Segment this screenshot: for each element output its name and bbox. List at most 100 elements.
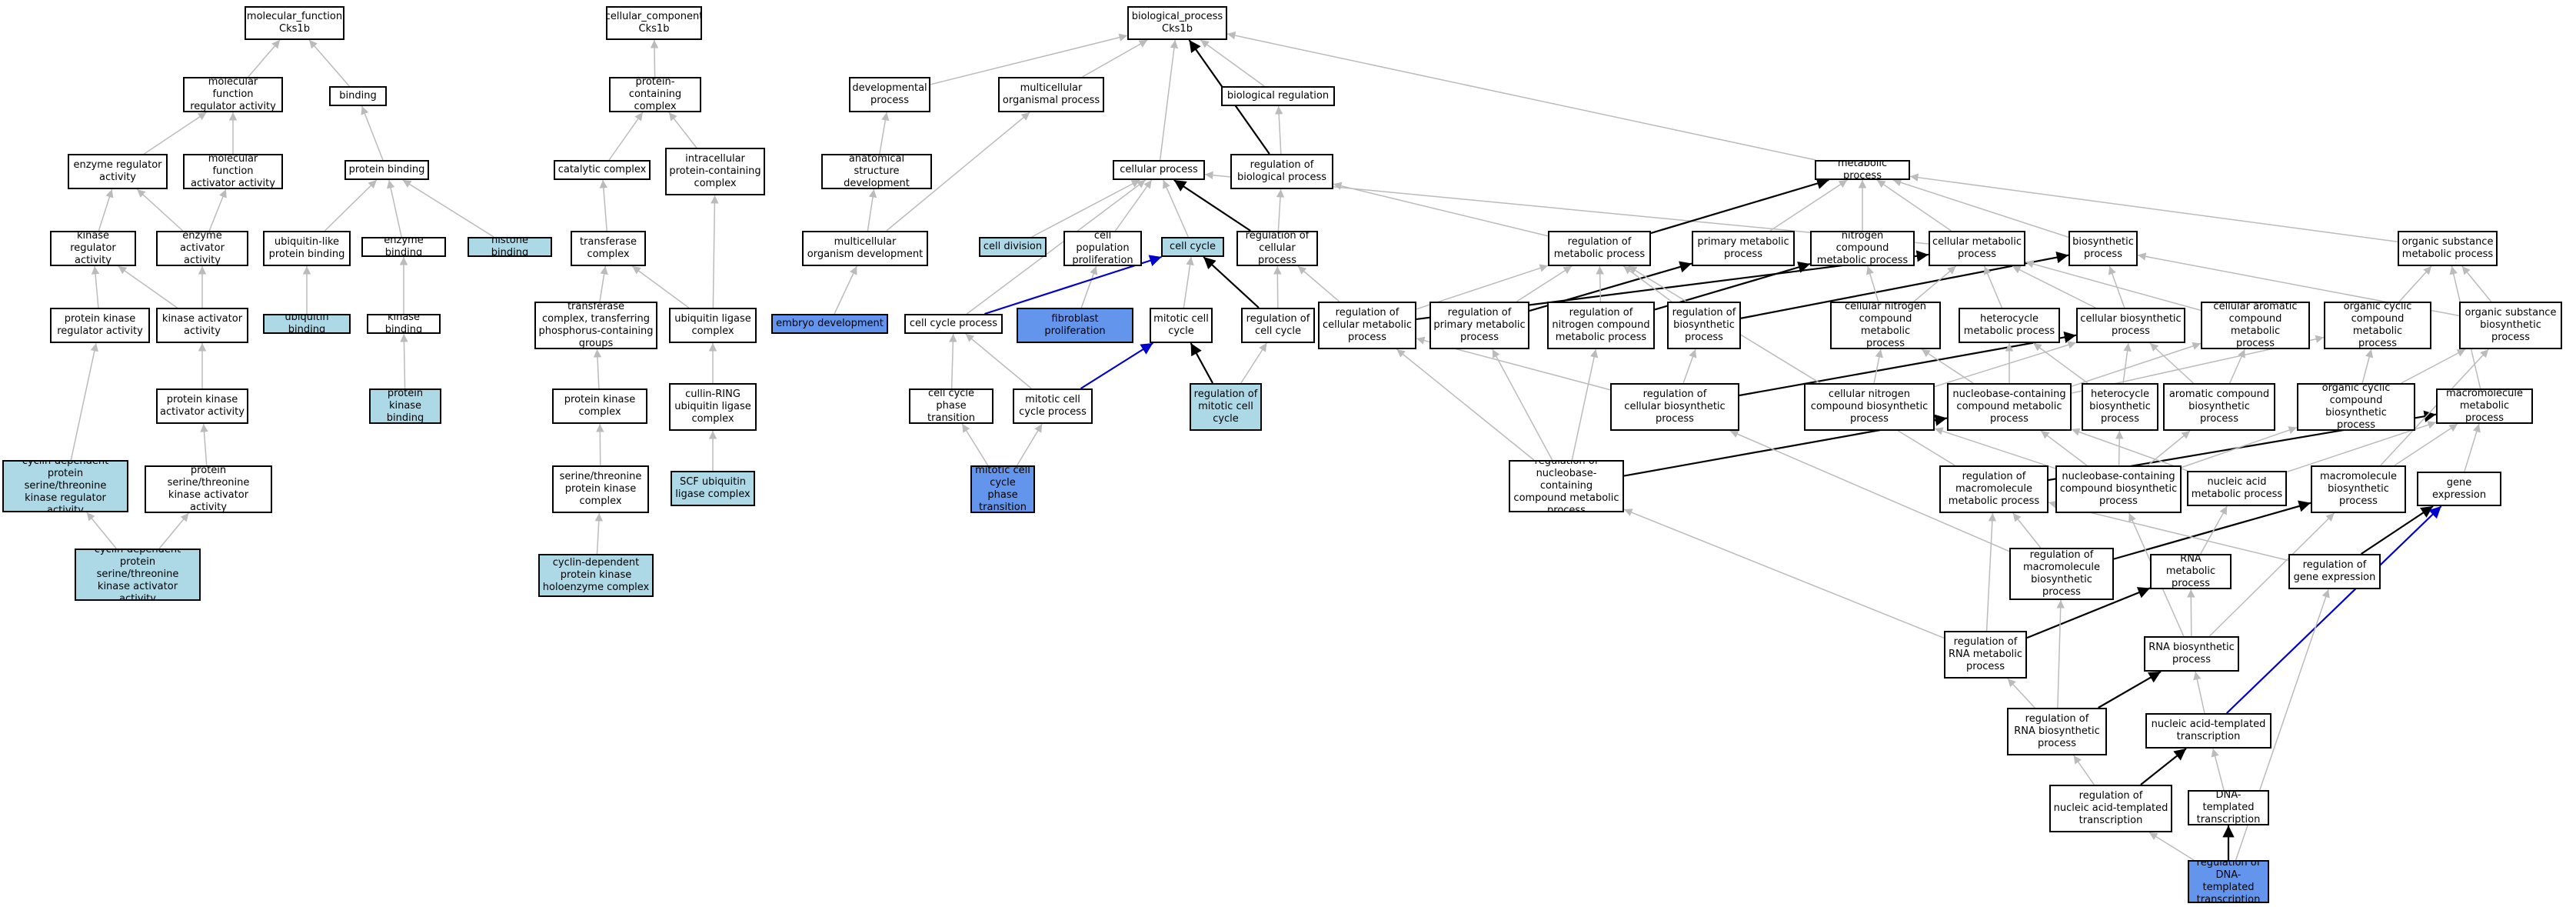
- go-term-node-cacmp: cellular aromatic compound metabolic pro…: [2201, 302, 2310, 349]
- go-term-node-pstkaa: protein serine/threonine kinase activato…: [145, 465, 272, 513]
- edge-pcc-to-cc: [650, 39, 659, 78]
- go-term-node-ccycle: cell cycle: [1161, 237, 1224, 257]
- go-term-node-mccpt: mitotic cell cycle phase transition: [970, 465, 1035, 513]
- go-term-node-namp: nucleic acid metabolic process: [2187, 471, 2287, 506]
- edge-pstkc-to-pkc: [596, 423, 604, 466]
- edge-fibro-to-cpp: [1080, 265, 1098, 308]
- go-term-node-primp: primary metabolic process: [1692, 231, 1795, 266]
- edge-celldiv-to-cellp: [1031, 179, 1140, 238]
- go-term-node-occbp: organic cyclic compound biosynthetic pro…: [2297, 383, 2415, 431]
- go-term-node-bioreg: biological regulation: [1221, 86, 1335, 106]
- go-term-node-regcc: regulation of cell cycle: [1241, 308, 1315, 343]
- edge-nccmp-to-cacmp: [2071, 342, 2202, 387]
- edge-pkra-to-kra: [91, 265, 100, 308]
- edge-dtt-to-natt: [2211, 748, 2225, 791]
- go-term-node-ccp: cell cycle process: [904, 314, 1003, 334]
- go-term-node-regpmp: regulation of primary metabolic process: [1429, 302, 1529, 349]
- go-term-node-cdkra: cyclin-dependent protein serine/threonin…: [2, 460, 128, 512]
- go-term-node-tcpp: transferase complex, transferring phosph…: [534, 302, 657, 349]
- edge-mod-to-mop: [886, 112, 1030, 232]
- go-term-node-hbp: heterocycle biosynthetic process: [2082, 383, 2158, 431]
- edge-rnamp-to-namp: [2200, 505, 2228, 555]
- go-term-node-cc: cellular_component Cks1b: [606, 6, 702, 40]
- go-term-node-mccp: mitotic cell cycle process: [1013, 388, 1093, 424]
- edge-regncmp-to-regmp: [1596, 265, 1604, 302]
- edge-cpp-to-cellp: [1114, 179, 1153, 232]
- go-term-node-cncmp: cellular nitrogen compound metabolic pro…: [1830, 302, 1941, 349]
- go-term-node-mop: multicellular organismal process: [998, 77, 1104, 112]
- go-term-node-regrnamp: regulation of RNA metabolic process: [1944, 631, 2027, 679]
- go-term-node-cdkhc: cyclin-dependent protein kinase holoenzy…: [538, 554, 654, 597]
- edge-regnccmp-to-regncmp: [1571, 348, 1599, 461]
- go-term-node-kpb: protein kinase binding: [369, 388, 441, 424]
- edge-regrnabp-to-rnabp: [2098, 671, 2162, 709]
- edge-regmp-to-regbp: [1333, 182, 1549, 237]
- edge-devp-to-bp: [930, 33, 1128, 85]
- edge-ccp-to-ccycle: [984, 255, 1162, 315]
- edge-acbp-to-cacmp: [2229, 348, 2245, 384]
- go-term-node-mod: multicellular organism development: [802, 231, 928, 266]
- go-term-node-mf: molecular_function Cks1b: [245, 6, 344, 40]
- go-term-node-devp: developmental process: [849, 77, 930, 112]
- edge-mccp-to-ccp: [965, 333, 1032, 389]
- edge-ccycle-to-cellp: [1163, 179, 1189, 238]
- go-term-node-hist: histone binding: [468, 237, 552, 257]
- go-term-node-rnamp: RNA metabolic process: [2150, 554, 2232, 589]
- edge-ipcc-to-pcc: [668, 112, 697, 148]
- edge-acbp-to-cbp: [2149, 342, 2194, 384]
- edge-regpmp-to-regmp: [1516, 265, 1573, 302]
- edge-mccp-to-mcc: [1080, 342, 1154, 389]
- go-term-node-biosyn: biosynthetic process: [2068, 231, 2138, 266]
- go-term-node-osbp: organic substance biosynthetic process: [2459, 302, 2562, 349]
- edge-mbp-to-macromp: [2394, 423, 2458, 466]
- edge-cdkaa-to-cdkra: [86, 512, 117, 549]
- edge-occbp-to-occmp: [2361, 348, 2374, 384]
- edge-regrnamp-to-regmmp: [1985, 512, 1997, 632]
- go-term-node-osmp: organic substance metabolic process: [2398, 231, 2498, 266]
- edge-gexp-to-macromp: [2464, 423, 2481, 472]
- edge-kra-to-era: [98, 188, 114, 232]
- go-term-node-pbind: protein binding: [344, 160, 429, 180]
- go-term-node-regcmp: regulation of cellular metabolic process: [1318, 302, 1416, 349]
- edge-occmp-to-osmp: [2398, 265, 2432, 302]
- go-term-node-macromp: macromolecule metabolic process: [2436, 388, 2533, 424]
- go-term-node-hmp: heterocycle metabolic process: [1959, 308, 2060, 343]
- edge-regrnabp-to-regmbp: [2056, 599, 2065, 709]
- go-term-node-crulc: cullin-RING ubiquitin ligase complex: [669, 383, 757, 431]
- edge-bioreg-to-bp: [1200, 39, 1265, 87]
- go-term-node-binding: binding: [329, 86, 387, 106]
- go-term-node-asd: anatomical structure development: [821, 154, 932, 189]
- go-term-node-ubind: ubiquitin binding: [263, 314, 351, 334]
- go-term-node-regnccmp: regulation of nucleobase-containing comp…: [1509, 460, 1624, 512]
- go-term-node-regmp: regulation of metabolic process: [1548, 231, 1651, 266]
- edge-cacmp-to-cmp: [2025, 260, 2202, 312]
- edge-nccbp-to-occbp: [2181, 426, 2298, 469]
- edge-regrnamp-to-regnccmp: [1623, 509, 1945, 639]
- edge-pkc-to-tcpp: [593, 348, 602, 389]
- go-term-node-scf: SCF ubiquitin ligase complex: [671, 471, 755, 506]
- go-term-node-nccmp: nucleobase-containing compound metabolic…: [1947, 383, 2072, 431]
- go-term-node-cellp: cellular process: [1113, 160, 1205, 180]
- edge-natt-to-rnabp: [2193, 671, 2205, 714]
- edge-cncbp-to-cncmp: [1873, 348, 1883, 384]
- go-term-node-mfaa: molecular function activator activity: [183, 154, 283, 189]
- go-term-node-gexp: gene expression: [2417, 472, 2501, 506]
- go-term-node-mbp: macromolecule biosynthetic process: [2311, 465, 2406, 513]
- go-term-node-cpp: cell population proliferation: [1063, 231, 1142, 266]
- edge-natt-to-gexp: [2226, 505, 2442, 714]
- edge-regmp-to-metp: [1650, 178, 1829, 235]
- edge-primp-to-metp: [1769, 179, 1848, 232]
- go-term-node-cdkaa: cyclin-dependent protein serine/threonin…: [75, 549, 201, 601]
- edge-era-to-mfra: [144, 112, 207, 155]
- go-term-node-ncmp: nitrogen compound metabolic process: [1810, 231, 1915, 266]
- go-term-node-era: enzyme regulator activity: [68, 154, 168, 189]
- edge-mfra-to-mf: [248, 39, 281, 78]
- go-term-node-reggexp: regulation of gene expression: [2288, 554, 2381, 589]
- edge-pbind-to-binding: [361, 105, 384, 161]
- edge-asd-to-devp: [879, 112, 890, 155]
- edge-regmbp-to-mbp: [2113, 500, 2311, 560]
- edge-nccbp-to-nccmp: [2040, 430, 2088, 466]
- edge-cdkra-to-pkra: [70, 342, 98, 461]
- go-term-node-pstkc: serine/threonine protein kinase complex: [552, 465, 649, 513]
- edge-ebind-to-pbind: [386, 179, 402, 238]
